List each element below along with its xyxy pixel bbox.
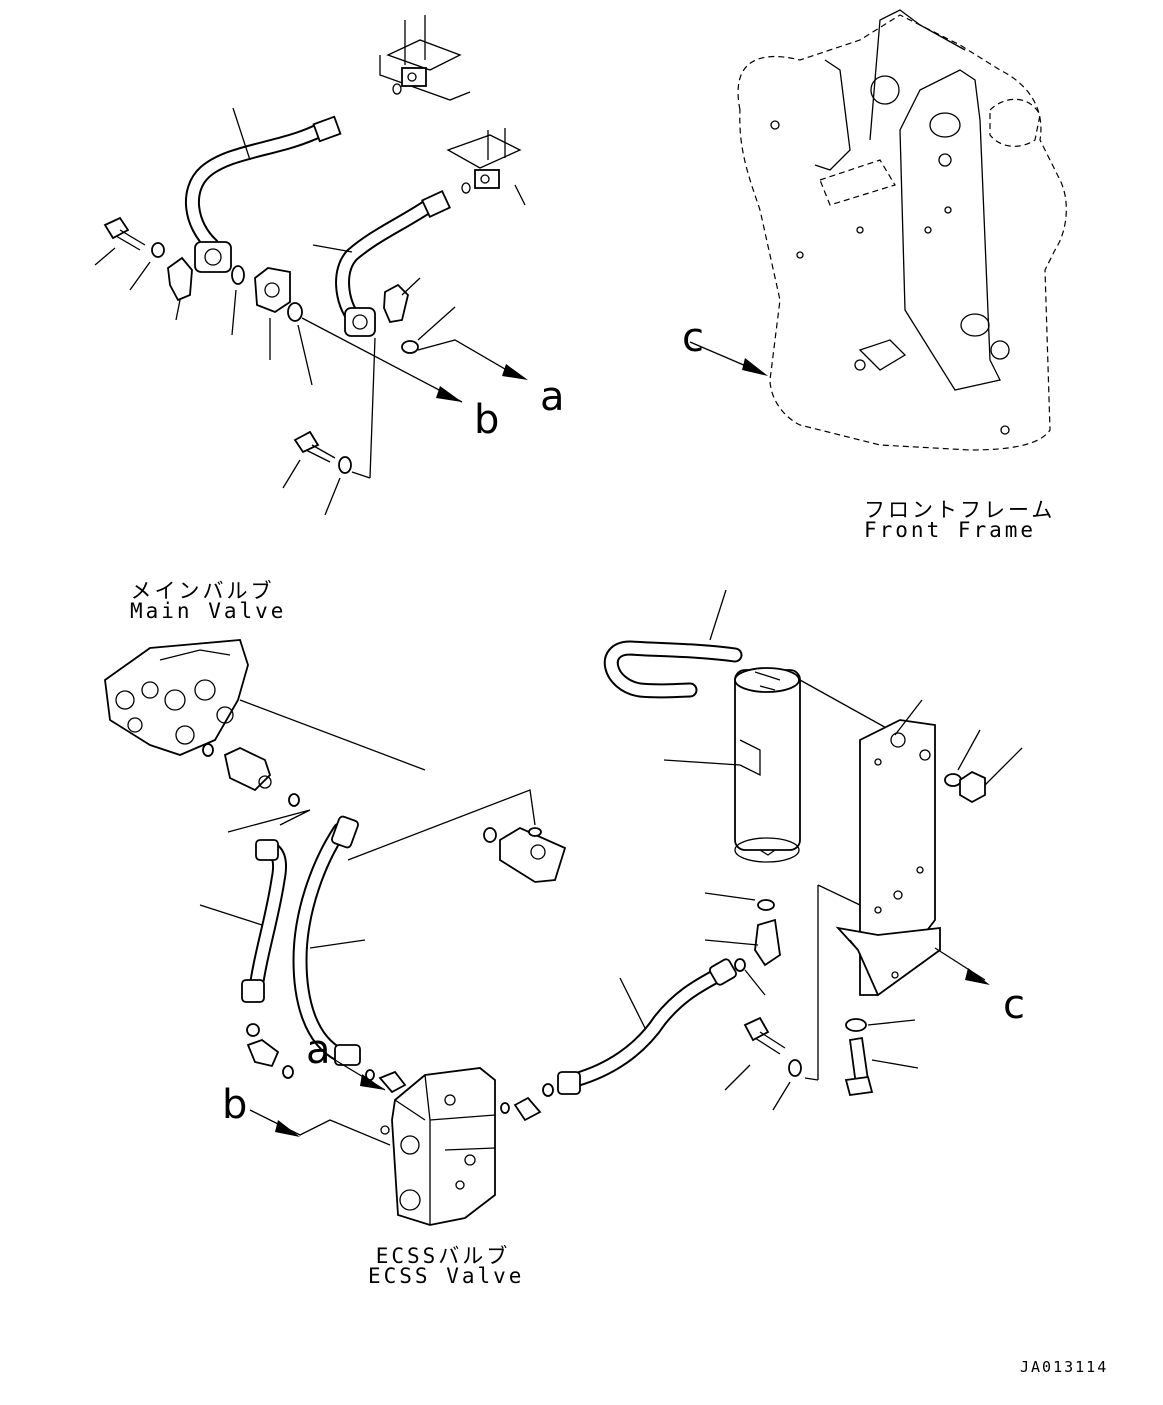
ref-c-frame: c xyxy=(682,315,704,361)
hose-main-to-ecss-1 xyxy=(199,839,288,1003)
front-frame-label-jp: フロントフレーム xyxy=(864,498,1056,522)
ecss-valve-label-jp: ECSSバルブ xyxy=(375,1244,511,1268)
ecss-valve-drawing xyxy=(380,1067,496,1226)
ecss-fittings xyxy=(246,1023,554,1146)
upper-pipe-tee-2 xyxy=(446,128,526,206)
main-valve-drawing xyxy=(104,639,426,771)
front-frame-label-en: Front Frame xyxy=(864,518,1037,542)
ref-a-lower: a xyxy=(306,1027,331,1073)
hose-upper-2 xyxy=(312,189,451,337)
ecss-valve-label-en: ECSS Valve xyxy=(368,1264,525,1288)
ref-b-upper: b xyxy=(474,397,500,443)
main-valve-label-jp: メインバルブ xyxy=(130,579,275,603)
hose-ecss-to-accumulator xyxy=(557,958,766,1095)
bracket-fasteners xyxy=(724,729,1023,1111)
front-frame-drawing xyxy=(689,9,1067,451)
ref-a-upper: a xyxy=(540,374,565,420)
main-valve-label-en: Main Valve xyxy=(130,599,287,623)
accumulator-drawing xyxy=(663,667,801,967)
upper-pipe-tee-1 xyxy=(379,15,471,101)
ref-c-bracket: c xyxy=(1003,982,1025,1028)
main-valve-fittings xyxy=(202,743,567,883)
hose-loop-top xyxy=(603,589,891,731)
hose-upper-1 xyxy=(184,107,342,273)
ref-b-lower: b xyxy=(222,1082,248,1128)
hose-main-to-ecss-2 xyxy=(292,815,366,1066)
bracket-drawing xyxy=(835,699,941,997)
drawing-code: JA013114 xyxy=(1020,1358,1109,1376)
upper-leader-lines xyxy=(301,317,528,479)
upper-fasteners xyxy=(94,216,456,516)
